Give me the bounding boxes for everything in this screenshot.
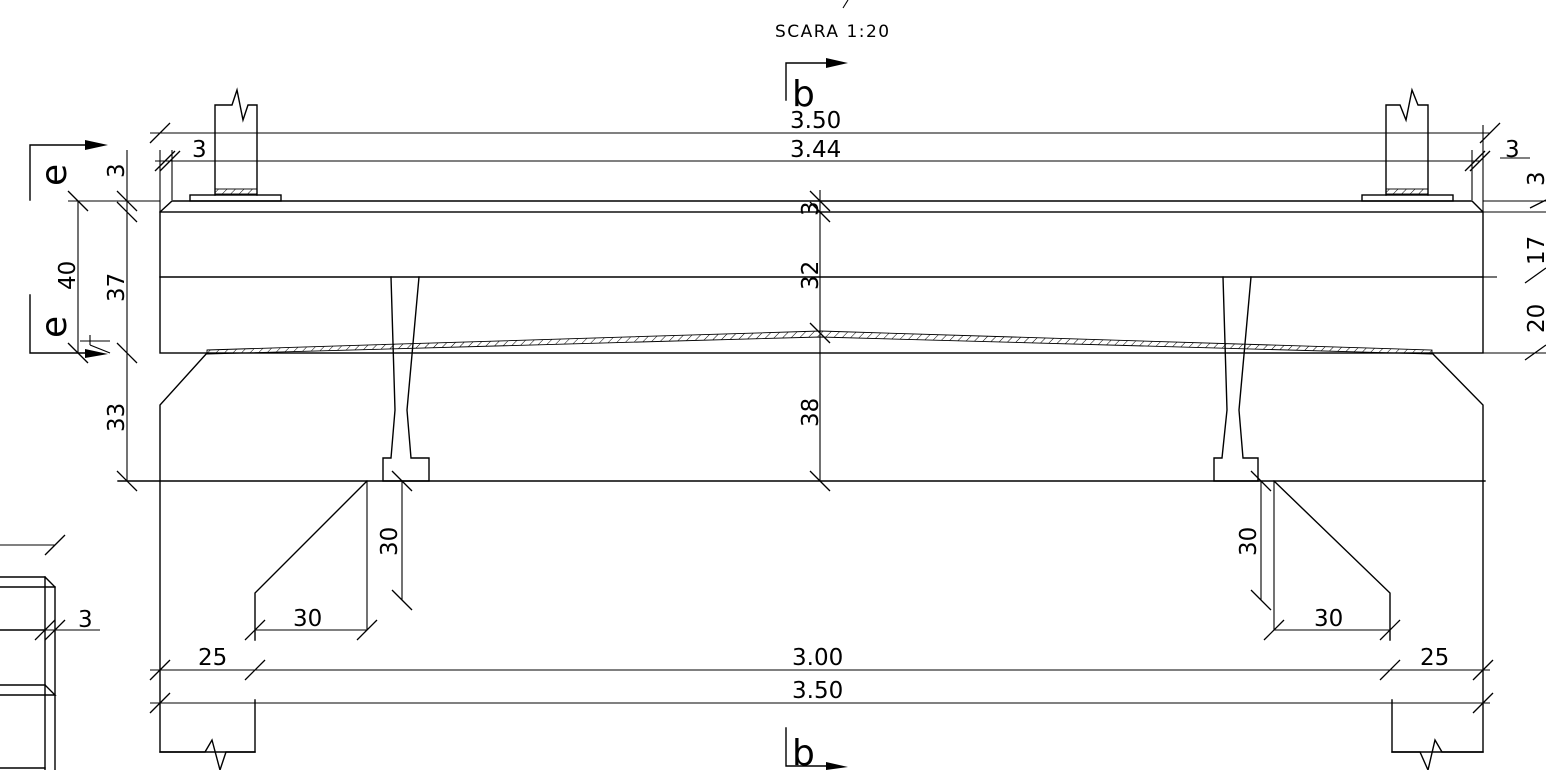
dimension-bottom-300: 3.00 25 25: [149, 645, 1494, 681]
section-label-e-bottom: e: [34, 316, 75, 338]
dim-label-350-bottom: 3.50: [792, 678, 843, 704]
anchor-bolt-right: [1213, 276, 1259, 482]
dim-label-haunch-h-left: 30: [293, 606, 322, 632]
dim-label-38: 38: [798, 398, 824, 427]
section-marker-b-bottom: b: [785, 727, 848, 770]
dim-label-haunch-v-left: 30: [377, 527, 403, 556]
break-mark-left: [159, 699, 256, 770]
dim-label-left-3: 3: [104, 163, 130, 178]
dim-label-344-top: 3.44: [790, 137, 841, 163]
dimension-bottom-350: 3.50: [149, 678, 1494, 714]
dimension-haunch-right: 30 30: [1236, 470, 1401, 641]
dim-label-40: 40: [55, 261, 81, 290]
haunch-outline-left: [159, 352, 256, 753]
dim-label-mid-3: 3: [798, 201, 824, 216]
dim-label-32: 32: [798, 261, 824, 290]
dim-label-300: 3.00: [792, 645, 843, 671]
dim-label-detail-3: 3: [78, 607, 93, 633]
dim-label-20: 20: [1524, 304, 1546, 333]
haunch-outline-right: [1391, 352, 1484, 753]
dimension-left-inner: 3 37 33: [80, 150, 138, 492]
section-label-e-top: e: [34, 164, 75, 186]
dim-label-25-right: 25: [1420, 645, 1449, 671]
dim-label-350-top: 3.50: [790, 108, 841, 134]
break-mark-right: [1391, 699, 1484, 770]
section-label-b-bottom: b: [792, 733, 815, 770]
dim-label-37: 37: [104, 273, 130, 302]
dimension-left-outer: 40: [55, 190, 160, 364]
section-marker-e-bottom: e: [29, 294, 108, 358]
pier-haunch-right: [1273, 480, 1391, 641]
dimension-top-344: 3.44 3 3: [154, 137, 1530, 172]
dim-label-edge-right: 3: [1505, 137, 1520, 163]
dimension-top-350: 3.50: [149, 108, 1501, 144]
section-label-b-top: b: [792, 74, 815, 115]
anchor-bolt-left: [382, 276, 430, 482]
scale-title: SCARA 1:20: [775, 22, 891, 42]
section-marker-e-top: e: [29, 140, 108, 201]
pier-haunch-left: [254, 480, 368, 641]
dimension-right: 3 17 20: [1483, 171, 1546, 361]
dim-label-33: 33: [104, 403, 130, 432]
section-marker-b-top: b: [785, 58, 848, 115]
title-underline-mark: [842, 0, 849, 9]
dim-label-17: 17: [1524, 236, 1546, 265]
dim-label-25-left: 25: [198, 645, 227, 671]
rail-post-right: [1361, 87, 1454, 202]
dim-label-edge-left: 3: [192, 137, 207, 163]
deck-slab: [159, 200, 1497, 354]
dim-label-right-3: 3: [1524, 171, 1546, 186]
dim-label-haunch-v-right: 30: [1236, 527, 1262, 556]
dimension-mid: 3 32 38: [798, 190, 831, 492]
dimension-haunch-left: 30 30: [244, 470, 413, 641]
left-edge-detail: 3: [0, 534, 100, 770]
dim-label-haunch-h-right: 30: [1314, 606, 1343, 632]
